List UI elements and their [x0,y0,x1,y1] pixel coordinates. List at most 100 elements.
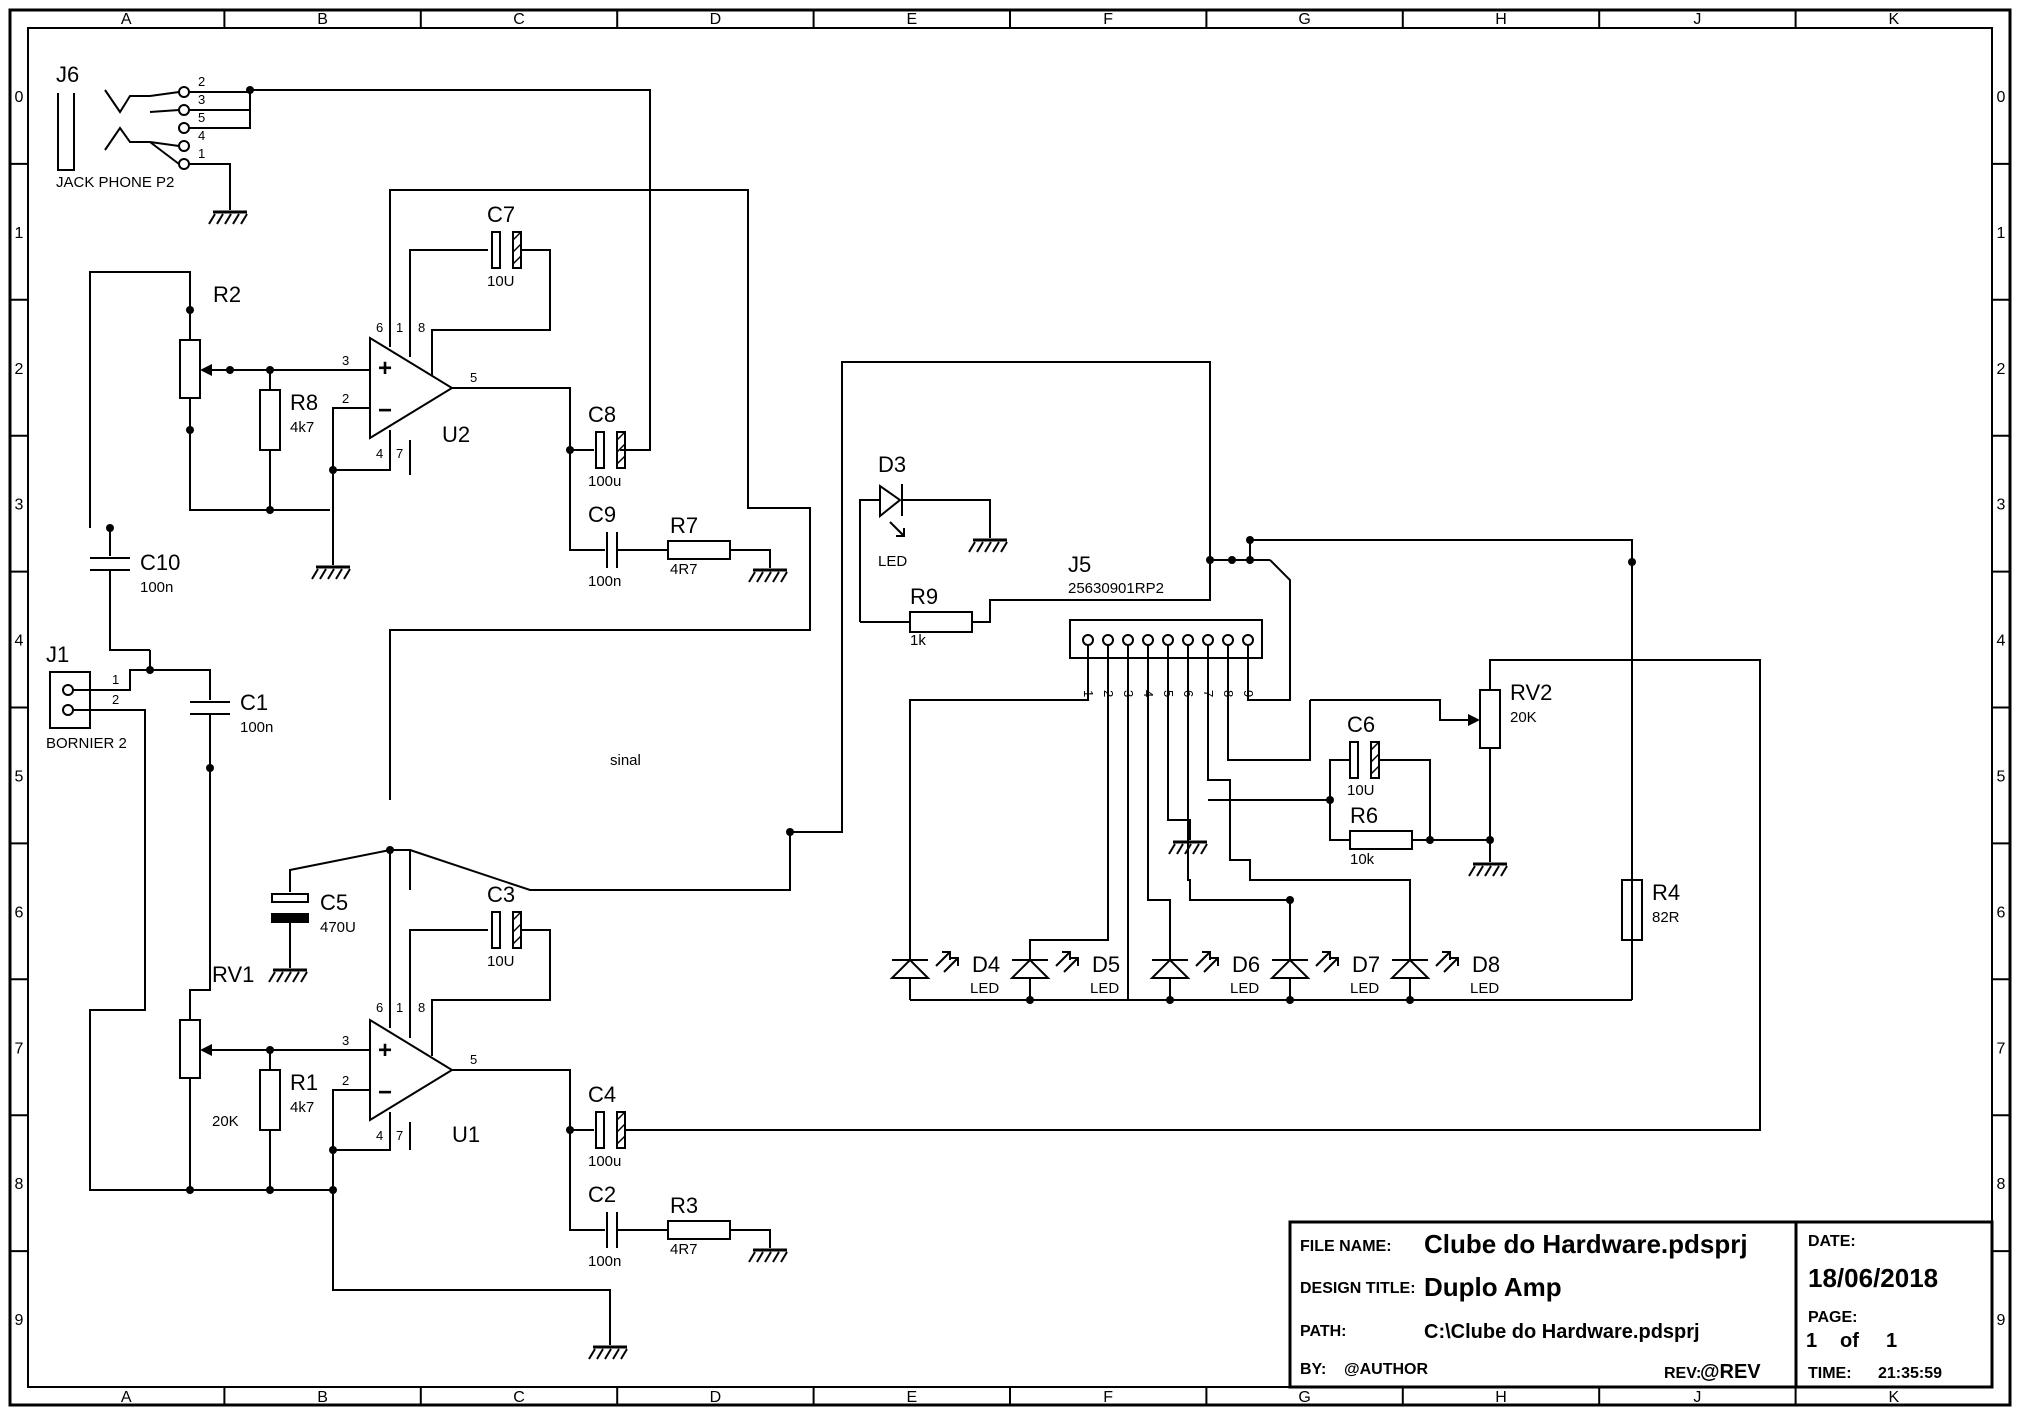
frame-column-label: E [906,1389,917,1406]
led-value: LED [1350,980,1379,997]
u2-pin-1: 1 [396,320,403,335]
design-title-label: DESIGN TITLE: [1300,1280,1416,1297]
r1-ref: R1 [290,1070,318,1095]
title-block: FILE NAME: Clube do Hardware.pdsprj DESI… [1288,1220,1994,1389]
u2-pin-6: 6 [376,320,383,335]
frame-column-label: D [710,11,722,28]
c10-ref: C10 [140,550,180,575]
u1-pin-8: 8 [418,1000,425,1015]
j5-pin-circle [1242,634,1254,646]
drawing-frame [8,8,2012,1407]
j5-trace [1247,690,1290,701]
frame-row-label: 6 [1997,904,2006,921]
frame-row-label: 6 [15,904,24,921]
c2-value: 100n [588,1253,621,1270]
r2-ref: R2 [213,282,241,307]
led-value: LED [1090,980,1119,997]
r9-value: 1k [910,632,926,649]
frame-column-label: K [1888,11,1899,28]
jack-j6: J6 JACK PHONE P2 2 3 5 4 1 [56,62,651,451]
u1-pin-2: 2 [342,1073,349,1088]
r4-ref: R4 [1652,880,1680,905]
led-body [1269,958,1311,979]
frame-row-label: 7 [15,1040,24,1057]
frame-column-label: A [121,11,132,28]
frame-row-label: 3 [1997,497,2006,514]
j5-pin-circle [1222,634,1234,646]
r8-value: 4k7 [290,419,314,436]
j6-pin-2: 2 [198,74,205,89]
u1-pin-5: 5 [470,1052,477,1067]
frame-column-label: C [513,1389,525,1406]
j5-pin-circle [1102,634,1114,646]
led-ref: D7 [1352,952,1380,977]
by-label: BY: [1300,1361,1326,1378]
time-label: TIME: [1808,1365,1852,1382]
j6-pin-3: 3 [198,92,205,107]
r6-ref: R6 [1350,803,1378,828]
date-value: 18/06/2018 [1808,1263,1938,1293]
j5-pin-circle [1202,634,1214,646]
j5-trace [1147,690,1171,960]
u1-plus-sign: + [378,1037,392,1064]
c4-ref: C4 [588,1082,616,1107]
d3-value: LED [878,553,907,570]
r3-ref: R3 [670,1193,698,1218]
led-ref: D8 [1472,952,1500,977]
frame-column-label: K [1888,1389,1899,1406]
r9-ref: R9 [910,584,938,609]
frame-row-label: 5 [15,768,24,785]
j6-pin-5: 5 [198,110,205,125]
j5-ref: J5 [1068,552,1091,577]
frame-row-label: 1 [1997,225,2006,242]
u1-pin-3: 3 [342,1033,349,1048]
j6-ref: J6 [56,62,79,87]
frame-row-label: 0 [15,89,24,106]
frame-row-label: 7 [1997,1040,2006,1057]
j5-trace [1167,690,1191,840]
led-value: LED [970,980,999,997]
r8-ref: R8 [290,390,318,415]
page-of: of [1840,1330,1859,1352]
net-label-sinal: sinal [610,752,641,769]
j5-value: 25630901RP2 [1068,580,1164,597]
u1-pin-4: 4 [376,1128,383,1143]
led-value: LED [1470,980,1499,997]
frame-column-label: E [906,11,917,28]
u1-pin-1: 1 [396,1000,403,1015]
c10-value: 100n [140,579,173,596]
rv1-ref: RV1 [212,962,254,987]
r7-value: 4R7 [670,561,698,578]
u2-pin-2: 2 [342,391,349,406]
c3-ref: C3 [487,882,515,907]
led-light-arrows [1195,951,1219,973]
page-current: 1 [1806,1330,1817,1352]
u2-plus-sign: + [378,355,392,382]
design-title-value: Duplo Amp [1424,1272,1562,1302]
c9-value: 100n [588,573,621,590]
led-body [1149,958,1191,979]
junction-dot [1286,996,1294,1004]
time-value: 21:35:59 [1878,1365,1942,1382]
u2-pin-4: 4 [376,446,383,461]
date-label: DATE: [1808,1233,1856,1250]
frame-column-label: B [317,11,328,28]
frame-row-label: 0 [1997,89,2006,106]
r1-value: 4k7 [290,1099,314,1116]
frame-column-label: F [1103,11,1113,28]
j1-ref: J1 [46,642,69,667]
u1-minus-sign: − [378,1079,392,1106]
u1-pin-7: 7 [396,1128,403,1143]
u2-pin-3: 3 [342,353,349,368]
rv2-ref: RV2 [1510,680,1552,705]
page-total: 1 [1886,1330,1897,1352]
frame-column-label: H [1495,11,1507,28]
led-light-arrows [1055,951,1079,973]
j6-pin-4: 4 [198,128,205,143]
j1-pin-2: 2 [112,692,119,707]
